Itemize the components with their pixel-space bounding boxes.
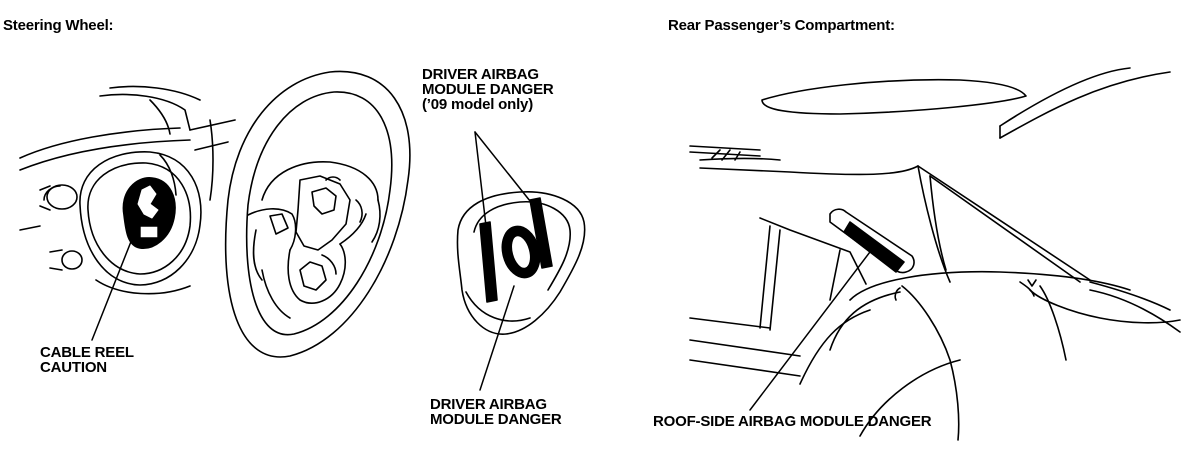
leader-driver-airbag-09-a — [475, 132, 486, 226]
cable-reel-callout: CABLE REEL CAUTION — [40, 345, 134, 375]
leader-driver-airbag-09-b — [475, 132, 534, 206]
callout-line: MODULE DANGER — [430, 412, 562, 427]
callout-line: CAUTION — [40, 360, 134, 375]
leader-driver-airbag — [480, 286, 514, 390]
rear-compartment-drawing — [690, 68, 1180, 440]
driver-airbag-09-callout: DRIVER AIRBAG MODULE DANGER (’09 model o… — [422, 67, 554, 112]
driver-airbag-callout: DRIVER AIRBAG MODULE DANGER — [430, 397, 562, 427]
callout-line: DRIVER AIRBAG — [430, 397, 562, 412]
leader-cable-reel — [92, 234, 134, 340]
callout-line: DRIVER AIRBAG — [422, 67, 554, 82]
roof-side-callout: ROOF-SIDE AIRBAG MODULE DANGER — [653, 414, 931, 429]
rear-compartment-heading: Rear Passenger’s Compartment: — [668, 18, 895, 33]
steering-wheel-heading: Steering Wheel: — [3, 18, 113, 33]
cable-reel-drawing — [123, 178, 175, 248]
callout-line: MODULE DANGER — [422, 82, 554, 97]
callout-line: (’09 model only) — [422, 97, 554, 112]
steering-wheel-drawing — [226, 71, 410, 357]
callout-line: CABLE REEL — [40, 345, 134, 360]
leader-roof-side — [750, 244, 876, 410]
airbag-module-drawing — [457, 192, 584, 334]
